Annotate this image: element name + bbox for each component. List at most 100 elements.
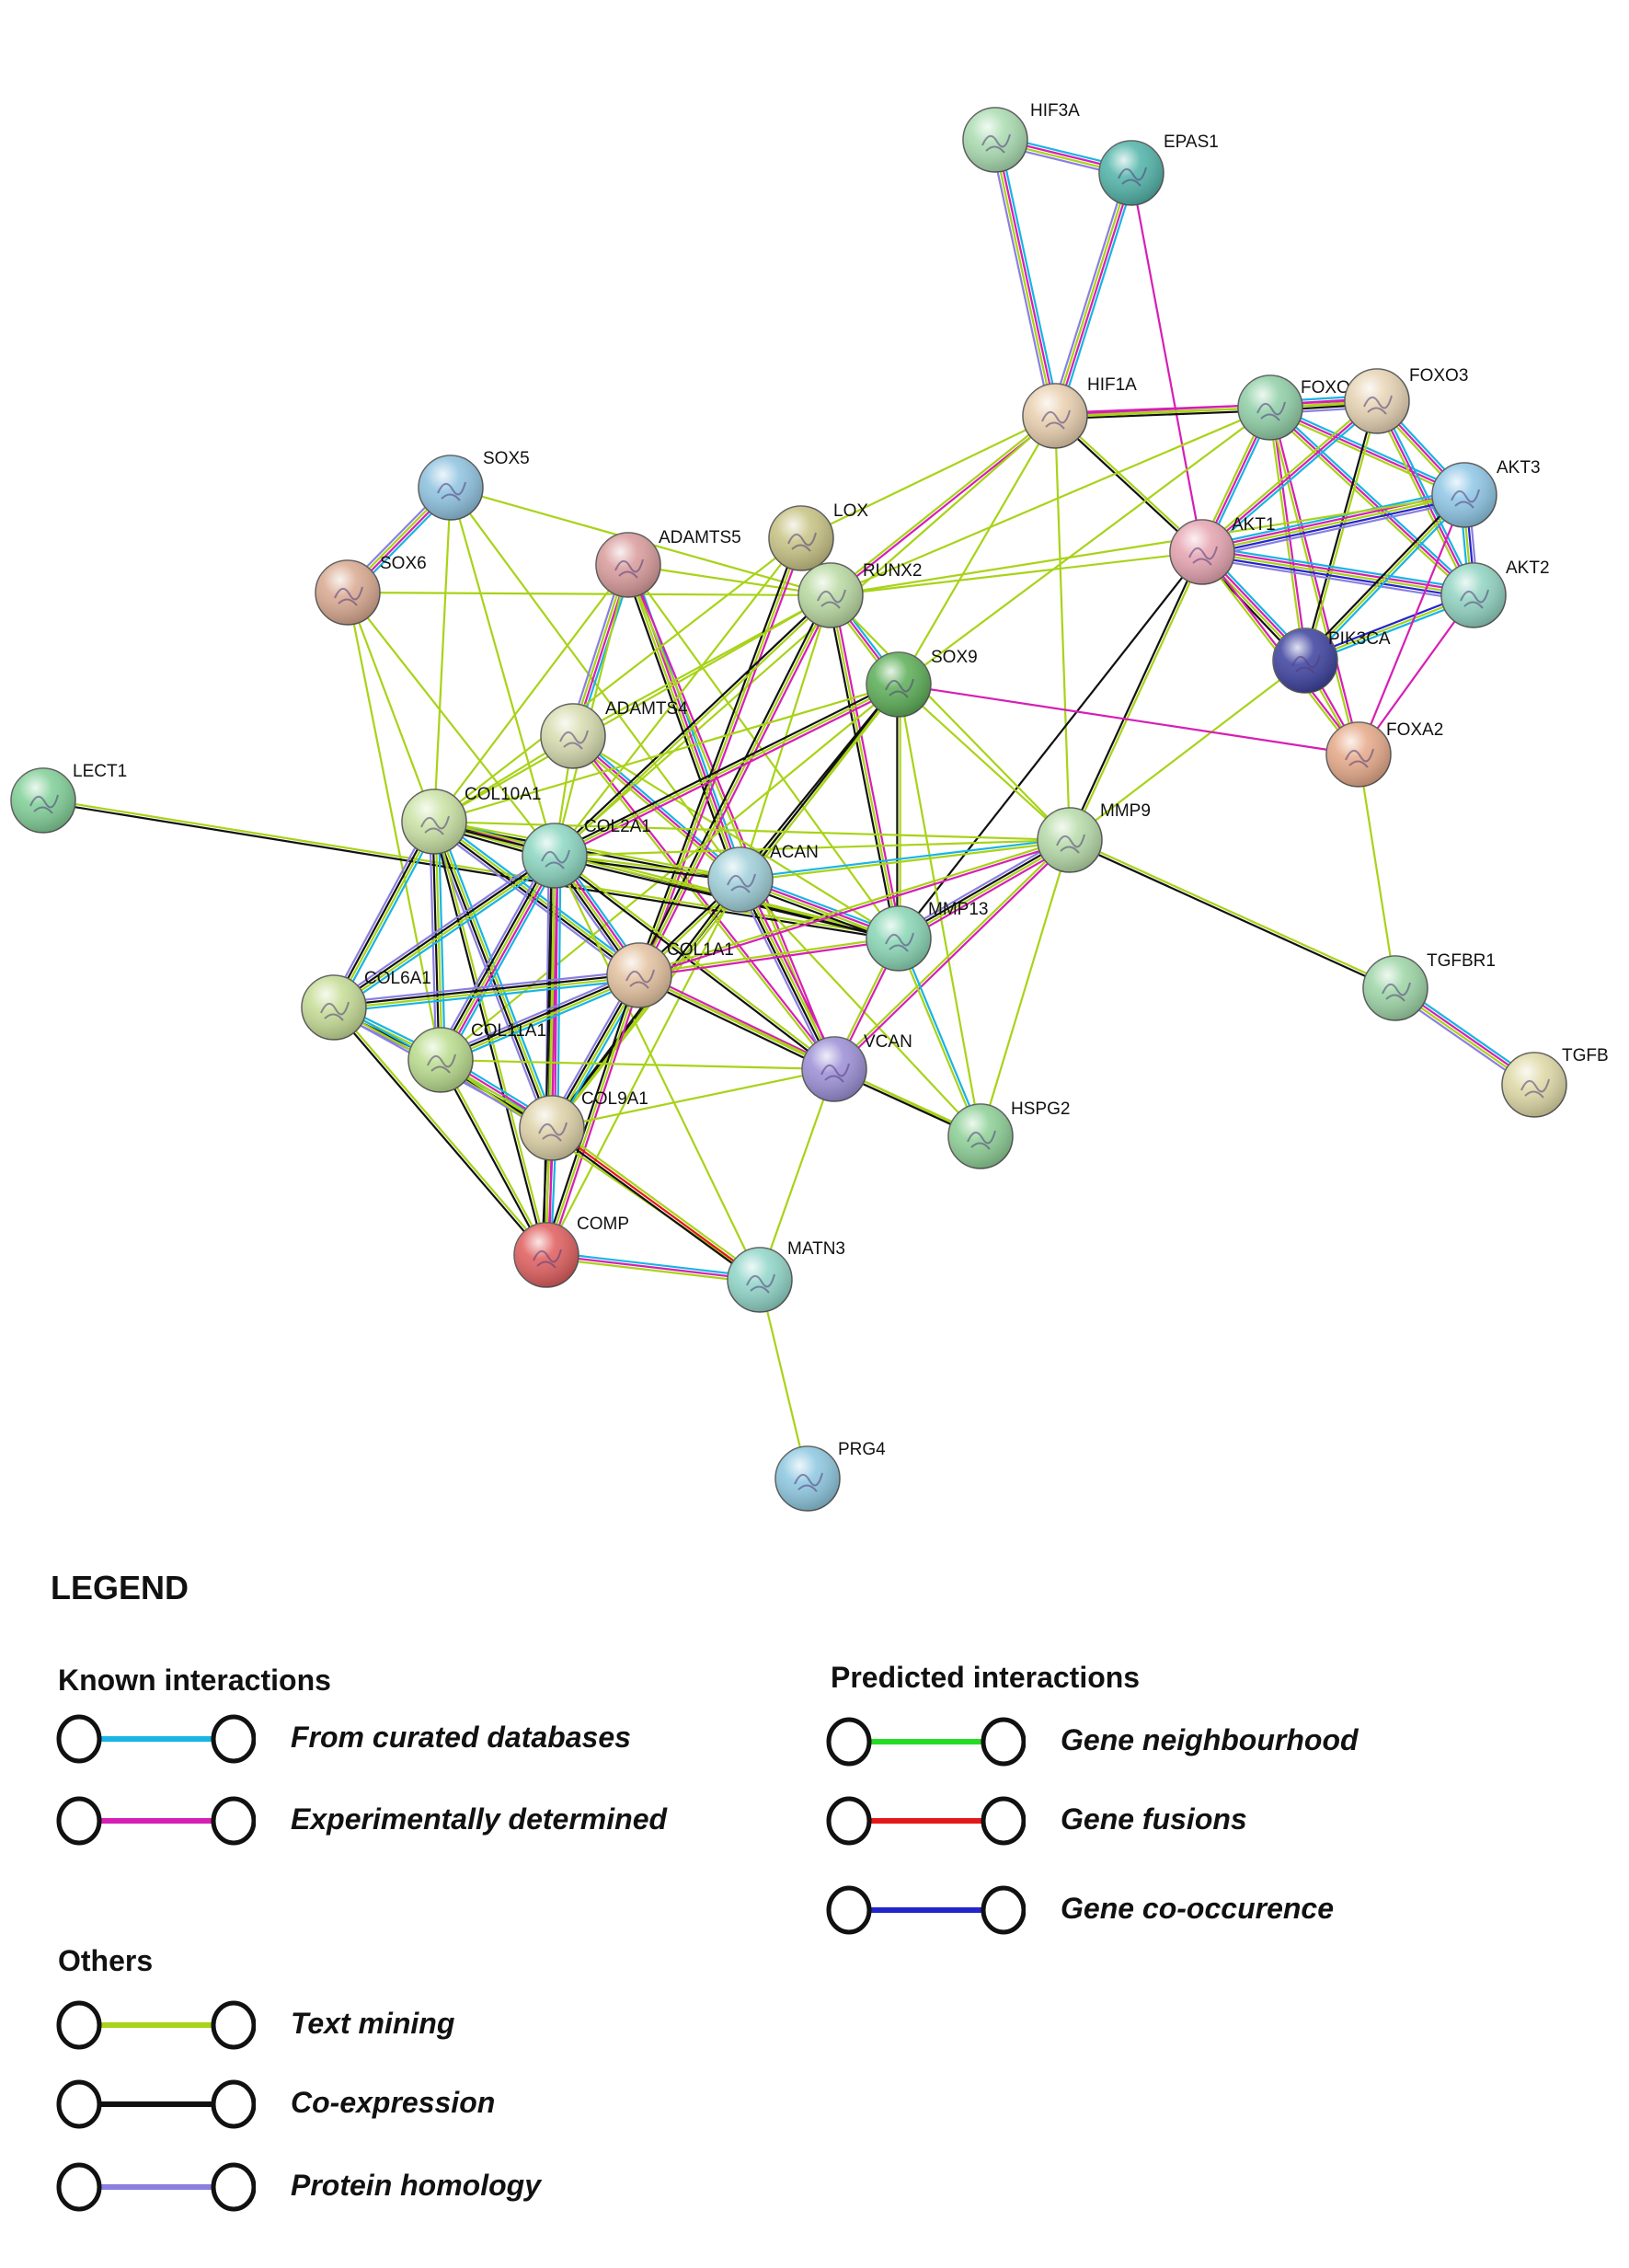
edge-line-experimental (832, 594, 903, 938)
edge-line-experimental (1201, 400, 1378, 553)
node-label: AKT1 (1232, 515, 1276, 535)
node-foxo3[interactable]: FOXO3 (1344, 366, 1468, 434)
edge-line-coexpression (637, 976, 834, 1073)
edge-mmp9-vcan (832, 838, 1072, 1071)
node-col10a1[interactable]: COL10A1 (401, 785, 541, 855)
edge-line-textmining (1199, 397, 1376, 551)
edge-col1a1-col11a1 (438, 970, 642, 1065)
edge-line-homology (1050, 171, 1129, 415)
edge-line-coexpression (1067, 550, 1202, 840)
node-sox5[interactable]: SOX5 (418, 449, 530, 521)
edge-mmp9-mmp13 (896, 835, 1073, 944)
edge-mmp13-col1a1 (638, 936, 900, 978)
edge-line-coexpression (438, 1060, 546, 1257)
node-pik3ca[interactable]: PIK3CA (1272, 627, 1391, 694)
edge-line-curated (1270, 404, 1466, 494)
edge-line-textmining (432, 487, 453, 823)
node-mmp13[interactable]: MMP13 (866, 900, 988, 972)
node-foxo1[interactable]: FOXO1 (1237, 374, 1359, 441)
edge-line-experimental (639, 840, 1071, 978)
node-mmp9[interactable]: MMP9 (1037, 801, 1151, 873)
node-label: COL11A1 (471, 1021, 546, 1041)
edge-line-curated (437, 821, 446, 1060)
node-acan[interactable]: ACAN (707, 843, 819, 913)
edge-sox9-col10a1 (433, 683, 900, 823)
protein-structure-icon (29, 794, 59, 814)
protein-structure-icon (1291, 654, 1321, 674)
edge-line-textmining (1268, 409, 1464, 499)
edge-line-textmining (1070, 837, 1397, 988)
edge-line-experimental (1130, 172, 1204, 553)
legend-swatch-icon (826, 1885, 1026, 1935)
edge-layer (42, 134, 1538, 1479)
node-prg4[interactable]: PRG4 (774, 1440, 886, 1512)
edge-acan-vcan (735, 877, 840, 1072)
node-sox9[interactable]: SOX9 (866, 648, 978, 718)
node-tgfb[interactable]: TGFB (1501, 1046, 1609, 1118)
edge-epas1-akt1 (1130, 172, 1204, 553)
edge-line-curated (1271, 404, 1476, 594)
edge-col1a1-comp (542, 973, 644, 1257)
edge-line-curated (998, 138, 1061, 416)
edge-line-textmining (555, 853, 836, 1069)
edge-line-coexpression (439, 973, 639, 1060)
edge-line-textmining (830, 406, 1271, 597)
node-lect1[interactable]: LECT1 (10, 762, 127, 834)
edge-foxo3-pik3ca (1302, 400, 1380, 662)
edge-lox-col2a1 (554, 537, 802, 857)
node-label: VCAN (864, 1032, 912, 1052)
node-comp[interactable]: COMP (513, 1215, 629, 1288)
edge-foxo1-akt3 (1268, 404, 1466, 499)
node-tgfbr1[interactable]: TGFBR1 (1362, 951, 1496, 1021)
legend-item-label: Experimentally determined (291, 1802, 668, 1836)
edge-line-textmining (440, 1058, 835, 1071)
edge-epas1-hif1a (1050, 171, 1137, 418)
node-hif3a[interactable]: HIF3A (962, 101, 1080, 173)
edge-line-textmining (334, 1006, 549, 1255)
legend-item-label: Gene neighbourhood (1061, 1723, 1359, 1756)
edge-line-curated (442, 978, 642, 1065)
node-col1a1[interactable]: COL1A1 (606, 940, 734, 1008)
edge-line-coexpression (1302, 492, 1463, 660)
node-col2a1[interactable]: COL2A1 (522, 817, 651, 889)
edge-line-coexpression (826, 595, 897, 939)
node-col6a1[interactable]: COL6A1 (301, 969, 431, 1041)
node-adamts4[interactable]: ADAMTS4 (540, 699, 688, 769)
node-epas1[interactable]: EPAS1 (1098, 132, 1219, 206)
edge-line-textmining (553, 1124, 763, 1279)
edge-line-coexpression (553, 681, 899, 855)
legend-item-text-mining: Text mining (53, 1999, 752, 2055)
edge-line-experimental (995, 139, 1058, 416)
node-runx2[interactable]: RUNX2 (797, 561, 922, 628)
node-matn3[interactable]: MATN3 (727, 1239, 845, 1313)
node-akt3[interactable]: AKT3 (1431, 458, 1541, 528)
node-akt1[interactable]: AKT1 (1169, 515, 1276, 585)
edge-line-textmining (740, 840, 1071, 882)
edge-runx2-col2a1 (553, 593, 832, 858)
edge-line-textmining (570, 736, 834, 1071)
node-vcan[interactable]: VCAN (801, 1032, 912, 1102)
node-foxa2[interactable]: FOXA2 (1325, 720, 1443, 788)
node-hif1a[interactable]: HIF1A (1022, 375, 1137, 449)
edge-line-curated (1058, 174, 1137, 418)
protein-structure-icon (1520, 1078, 1550, 1099)
node-lox[interactable]: LOX (768, 501, 868, 571)
node-col11a1[interactable]: COL11A1 (407, 1021, 546, 1093)
node-hspg2[interactable]: HSPG2 (947, 1099, 1070, 1169)
edge-line-curated (556, 856, 562, 1129)
edge-line-textmining (1069, 660, 1306, 841)
edge-akt1-mmp13 (898, 551, 1203, 939)
node-col9a1[interactable]: COL9A1 (519, 1089, 648, 1161)
node-adamts5[interactable]: ADAMTS5 (595, 528, 741, 598)
node-sox6[interactable]: SOX6 (315, 554, 427, 626)
edge-line-experimental (834, 840, 1072, 1071)
edge-line-experimental (442, 857, 558, 1063)
node-label: SOX9 (931, 648, 978, 667)
edge-line-coexpression (1055, 409, 1271, 420)
node-akt2[interactable]: AKT2 (1440, 558, 1550, 628)
legend-item-label: Text mining (291, 2007, 455, 2040)
edge-line-homology (438, 970, 638, 1057)
edge-line-textmining (627, 563, 832, 597)
edge-akt1-runx2 (830, 550, 1203, 597)
